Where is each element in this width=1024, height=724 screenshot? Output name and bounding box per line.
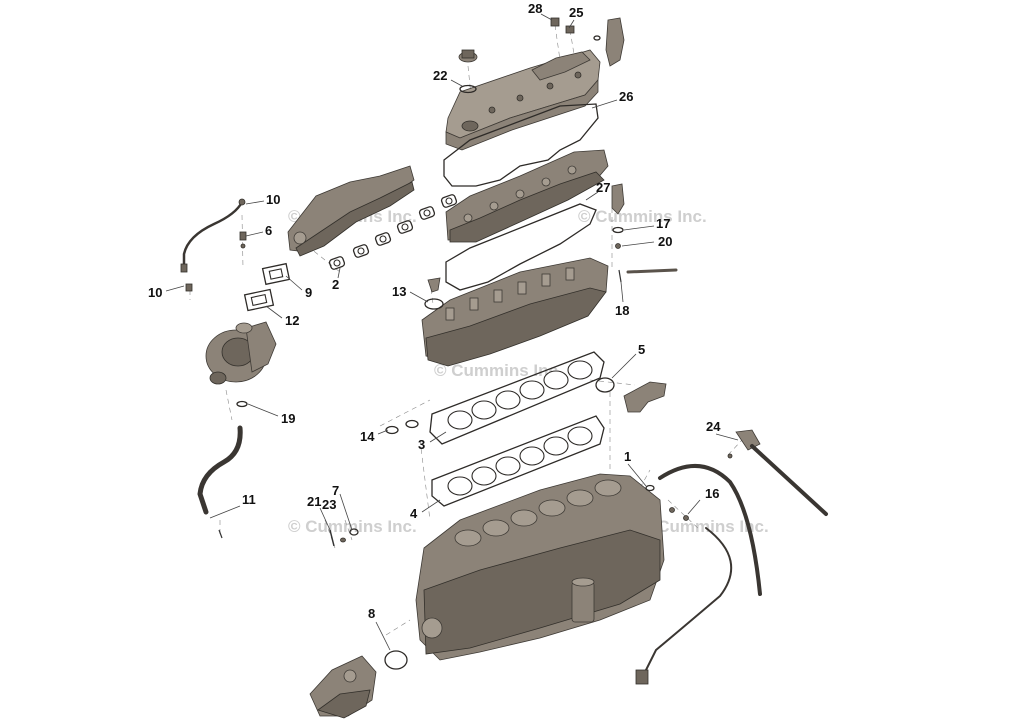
turbo-gasket-12 [243,288,275,312]
callout-1: 1 [624,449,631,464]
callout-25: 25 [569,5,583,20]
callout-14: 14 [360,429,375,444]
turbo-oil-drain-tube [197,400,248,539]
callout-8: 8 [368,606,375,621]
watermark: © Cummins Inc. [640,517,769,536]
cylinder-head [421,257,609,367]
callout-2: 2 [332,277,339,292]
manifold-gaskets [328,194,458,270]
callout-22: 22 [433,68,447,83]
callout-12: 12 [285,313,299,328]
callout-labels: 28 25 22 26 27 17 20 18 10 6 10 9 2 12 1… [148,1,721,621]
callout-11: 11 [242,492,256,507]
watermark: © Cummins Inc. [578,207,707,226]
glow-plug [626,268,678,274]
callout-18: 18 [615,303,629,318]
breather-tube-24 [727,429,828,516]
water-outlet [595,377,667,413]
callout-10: 10 [148,285,162,300]
oil-line-16 [635,507,733,685]
valve-cover-gasket [443,103,599,187]
nut-28 [550,17,560,27]
callout-21: 21 [307,494,321,509]
watermark: © Cummins Inc. [288,517,417,536]
callout-27: 27 [596,180,610,195]
thermostat [424,277,444,310]
head-gasket-3 [429,351,605,445]
rocker-housing [445,149,609,243]
callout-24: 24 [706,419,721,434]
callout-7: 7 [332,483,339,498]
callout-9: 9 [305,285,312,300]
callout-10: 10 [266,192,280,207]
callout-26: 26 [619,89,633,104]
callout-19: 19 [281,411,295,426]
callout-20: 20 [658,234,672,249]
callout-13: 13 [392,284,406,299]
callout-28: 28 [528,1,542,16]
valve-cover [445,49,601,151]
leader-lines [165,13,739,651]
connector-top [593,17,625,67]
callout-17: 17 [656,216,670,231]
callout-23: 23 [322,497,336,512]
callout-5: 5 [638,342,645,357]
callout-4: 4 [410,506,418,521]
o-rings-14 [385,419,419,435]
turbo-gasket-9 [261,262,291,286]
callout-3: 3 [418,437,425,452]
fuel-injector [611,183,625,283]
fuel-pump [309,650,408,719]
callout-6: 6 [265,223,272,238]
callout-16: 16 [705,486,719,501]
watermark: © Cummins Inc. [434,361,563,380]
exhaust-manifold [287,165,415,257]
turbo-oil-feed-line [180,198,247,292]
fittings-7-21-23 [329,528,359,547]
dipstick-tube [645,464,762,596]
engine-block [415,473,665,661]
turbocharger [205,321,277,385]
head-gasket-4 [431,415,605,507]
breather-cap [458,49,478,94]
rocker-gasket [445,203,597,291]
